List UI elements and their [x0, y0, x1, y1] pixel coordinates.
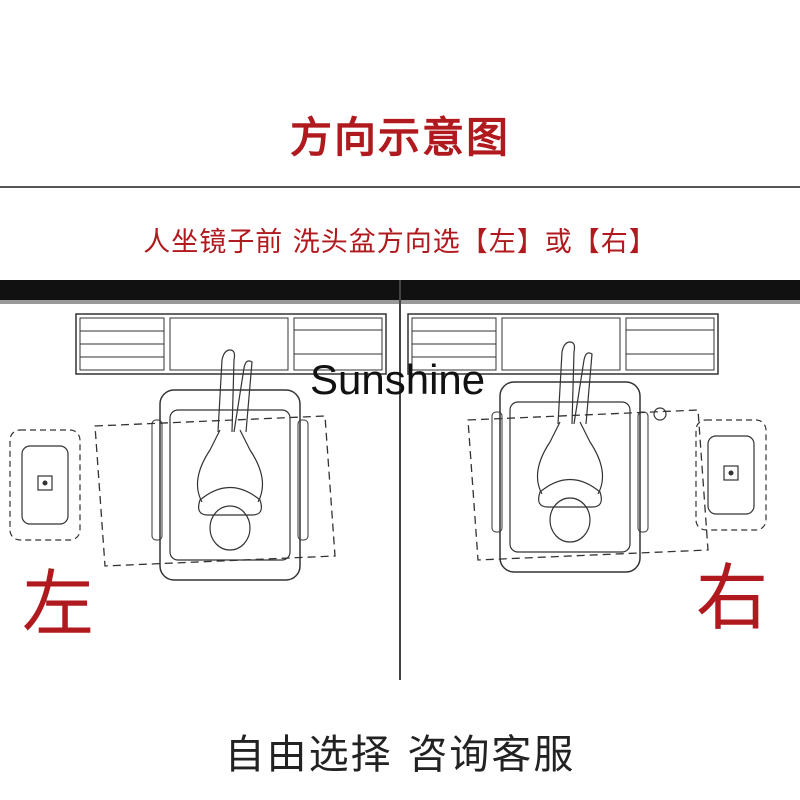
left-label: 左 — [22, 562, 95, 646]
divider — [0, 186, 800, 188]
page-title: 方向示意图 — [289, 113, 510, 162]
layout-diagram — [0, 280, 800, 680]
footer-text: 自由选择 咨询客服 — [224, 732, 576, 778]
watermark-text: Sunshine — [310, 356, 486, 403]
right-label: 右 — [696, 556, 769, 640]
instruction-text: 人坐镜子前 洗头盆方向选【左】或【右】 — [143, 227, 657, 258]
